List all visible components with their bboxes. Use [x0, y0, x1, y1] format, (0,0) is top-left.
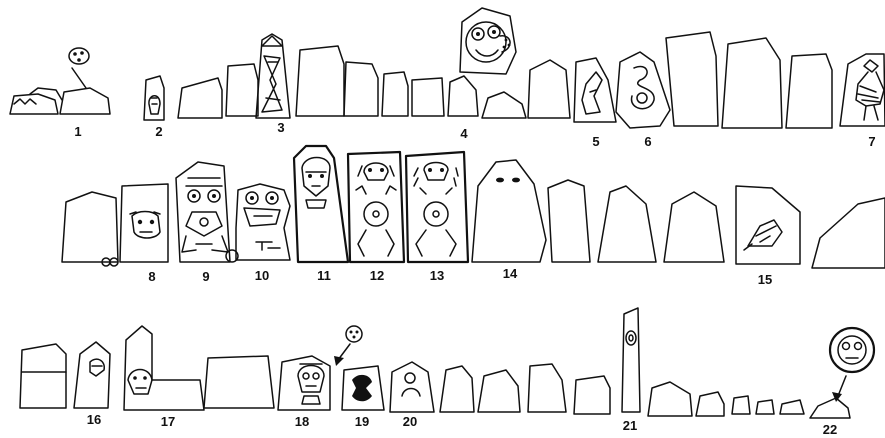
label-10: 10 — [255, 268, 269, 283]
label-12: 12 — [370, 268, 384, 283]
plain-stone — [648, 382, 692, 416]
plain-stone — [226, 64, 258, 116]
plain-stone — [382, 72, 408, 116]
plain-stone — [440, 366, 474, 412]
stone-9 — [176, 162, 230, 262]
row-2 — [62, 146, 885, 268]
stone-13 — [406, 152, 468, 262]
stone-17 — [124, 326, 204, 410]
plain-stone — [344, 62, 378, 116]
plain-stone — [598, 186, 656, 262]
plain-stone — [732, 396, 750, 414]
label-13: 13 — [430, 268, 444, 283]
plain-stone — [296, 46, 344, 116]
plain-stone — [812, 198, 885, 268]
stone-11 — [294, 146, 348, 262]
plain-stone — [204, 356, 274, 408]
plain-stone — [722, 38, 782, 128]
plain-stone — [412, 78, 444, 116]
stone-1 — [10, 48, 110, 114]
stone-3 — [256, 34, 290, 118]
plain-stone — [62, 192, 118, 262]
label-5: 5 — [592, 134, 599, 149]
stone-6 — [616, 52, 670, 128]
stone-4 — [448, 8, 526, 118]
stone-15 — [736, 186, 800, 264]
label-11: 11 — [317, 268, 331, 283]
label-4: 4 — [460, 126, 468, 141]
label-15: 15 — [758, 272, 772, 287]
plain-stone — [780, 400, 804, 414]
label-22: 22 — [823, 422, 837, 437]
label-18: 18 — [295, 414, 309, 429]
plain-stone — [478, 370, 520, 412]
label-2: 2 — [155, 124, 162, 139]
stone-14 — [472, 160, 546, 262]
stone-12 — [348, 152, 404, 262]
stone-20 — [390, 362, 434, 412]
plain-stone — [20, 344, 66, 408]
pointer-line — [72, 68, 86, 88]
label-1: 1 — [74, 124, 81, 139]
row-3 — [20, 308, 874, 418]
label-7: 7 — [868, 134, 875, 149]
plain-stone — [756, 400, 774, 414]
label-16: 16 — [87, 412, 101, 427]
stone-2 — [144, 76, 164, 120]
stone-number-labels: 1 2 3 4 5 6 7 8 9 10 11 12 13 14 15 16 1… — [74, 120, 875, 437]
plain-stone — [528, 364, 566, 412]
plain-stone — [696, 392, 724, 416]
stone-7 — [840, 54, 885, 126]
plain-stone — [666, 32, 718, 126]
stone-5 — [574, 58, 616, 122]
plain-stone — [664, 192, 724, 262]
stone-21 — [622, 308, 640, 412]
stone-8 — [120, 184, 168, 262]
stone-10 — [226, 184, 290, 262]
label-19: 19 — [355, 414, 369, 429]
label-14: 14 — [503, 266, 518, 281]
stone-22 — [810, 328, 874, 418]
label-21: 21 — [623, 418, 637, 433]
label-3: 3 — [277, 120, 284, 135]
label-9: 9 — [202, 269, 209, 284]
plain-stone — [178, 78, 222, 118]
row-1 — [10, 8, 885, 128]
plain-stone — [528, 60, 570, 118]
stone-16 — [74, 342, 110, 408]
label-8: 8 — [148, 269, 155, 284]
label-17: 17 — [161, 414, 175, 429]
label-6: 6 — [644, 134, 651, 149]
plain-stone — [786, 54, 832, 128]
label-20: 20 — [403, 414, 417, 429]
plain-stone — [548, 180, 590, 262]
stone-19 — [334, 326, 384, 410]
plain-stone — [574, 376, 610, 414]
stone-18 — [278, 356, 330, 410]
